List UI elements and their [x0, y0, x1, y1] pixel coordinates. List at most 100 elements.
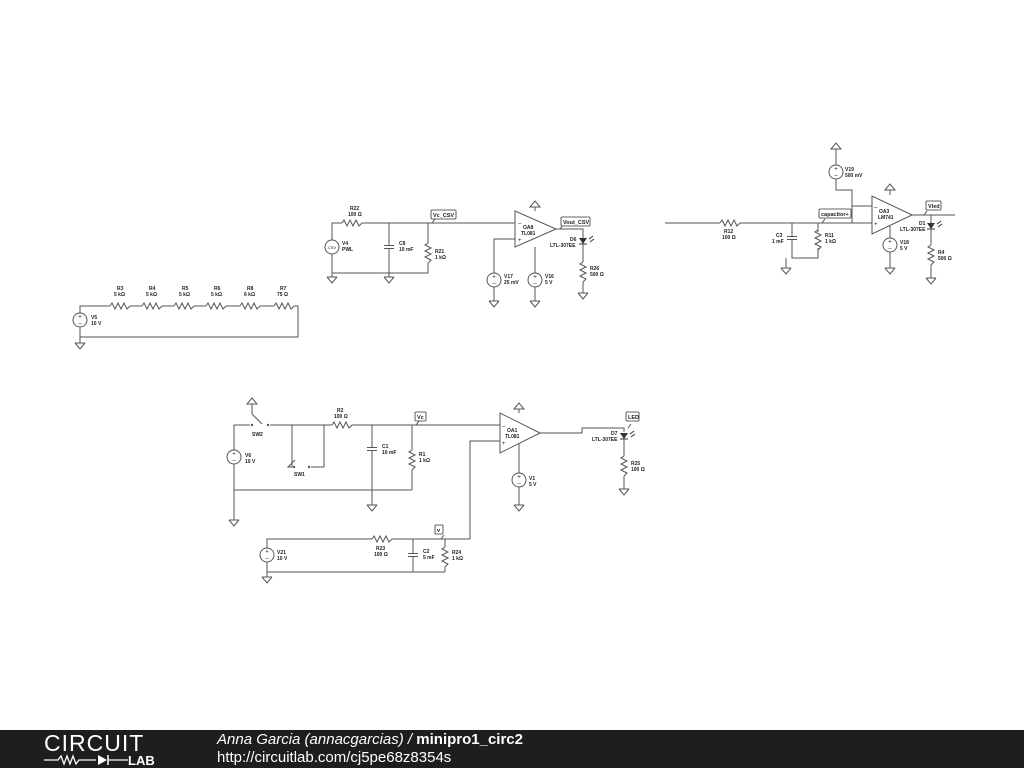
net-label-vc-csv: Vc_CSV [430, 209, 457, 220]
c3-value: 1 mF [772, 239, 784, 245]
d6-label: D6 [570, 237, 577, 243]
net-label-led: LED [625, 411, 640, 422]
r11-label: R11 [825, 233, 834, 239]
oa3-minus: – [874, 205, 878, 211]
v21-rc-circuit [259, 534, 470, 584]
c8-value: 10 mF [399, 247, 413, 253]
r2-value: 100 Ω [334, 414, 348, 420]
oa1-plus: + [502, 441, 506, 447]
v21-value: 10 V [277, 556, 288, 562]
d1-value: LTL-307EE [900, 227, 926, 233]
r1-value: 1 kΩ [419, 458, 430, 464]
d1-label: D1 [919, 221, 926, 227]
r3-label: R3 [117, 286, 124, 292]
r7-value: 75 Ω [277, 292, 288, 298]
r25-label: R25 [631, 461, 640, 467]
r25-value: 100 Ω [631, 467, 645, 473]
v17-label: V17 [504, 274, 513, 280]
d6-value: LTL-307EE [550, 243, 576, 249]
oa1-minus: – [502, 424, 506, 430]
logo-waveform-icon [44, 754, 128, 766]
r5-value: 5 kΩ [179, 292, 190, 298]
svg-text:Vout_CSV: Vout_CSV [563, 220, 590, 226]
author-name[interactable]: Anna Garcia (annacgarcias) [217, 731, 404, 748]
svg-text:v: v [437, 528, 441, 534]
r4-value: 5 kΩ [146, 292, 157, 298]
r7-label: R7 [280, 286, 287, 292]
oa8-label: OA8 [523, 225, 534, 231]
oa3-plus: + [874, 222, 878, 228]
oa1-label: OA1 [507, 428, 518, 434]
svg-text:capacitor+: capacitor+ [821, 212, 849, 218]
r6-value: 5 kΩ [211, 292, 222, 298]
schematic-canvas: +– R3 5 kΩ R4 5 kΩ R5 5 kΩ R6 5 kΩ R8 6 … [72, 142, 955, 584]
sw1-label: SW1 [294, 472, 305, 478]
switched-rc-circuit [226, 397, 636, 539]
v5-label: V5 [91, 315, 97, 321]
oa3-label: OA3 [879, 209, 890, 215]
logo-text-bottom: LAB [128, 753, 155, 768]
v6-label: V6 [245, 453, 251, 459]
circuitlab-logo[interactable]: CIRCUIT LAB [44, 730, 174, 768]
v16-label: V16 [545, 274, 554, 280]
r11-value: 1 kΩ [825, 239, 836, 245]
r3-value: 5 kΩ [114, 292, 125, 298]
r23-label: R23 [376, 546, 385, 552]
r1-label: R1 [419, 452, 426, 458]
c8-label: C8 [399, 241, 406, 247]
r12-value: 100 Ω [722, 235, 736, 241]
resistor-chain-circuit [72, 302, 299, 350]
capacitor-lm741-circuit [665, 142, 955, 285]
svg-text:LED: LED [628, 415, 639, 421]
logo-text-top: CIRCUIT [44, 730, 145, 756]
r5-label: R5 [182, 286, 189, 292]
v21-label: V21 [277, 550, 286, 556]
r22-value: 100 Ω [348, 212, 362, 218]
circuit-url[interactable]: http://circuitlab.com/cj5pe68z8354s [217, 749, 452, 766]
v18-label: V18 [900, 240, 909, 246]
v1-value: 5 V [529, 482, 537, 488]
d7-label: D7 [611, 431, 618, 437]
v1-label: V1 [529, 476, 535, 482]
svg-text:Vc: Vc [417, 415, 424, 421]
r4-label: R4 [149, 286, 156, 292]
r2-label: R2 [337, 408, 344, 414]
r24-value: 1 kΩ [452, 556, 463, 562]
v19-label: V19 [845, 167, 854, 173]
r24-label: R24 [452, 550, 461, 556]
net-label-vout-csv: Vout_CSV [560, 216, 591, 227]
r12-label: R12 [724, 229, 733, 235]
circuit-title: Anna Garcia (annacgarcias) / minipro1_ci… [217, 731, 523, 748]
v4-label: V4 [342, 241, 348, 247]
c3-label: C3 [776, 233, 783, 239]
r21-label: R21 [435, 249, 444, 255]
net-label-v: v [434, 524, 444, 535]
d7-value: LTL-307EE [592, 437, 618, 443]
r4-second-label: R4 [938, 250, 945, 256]
v4-value: PWL [342, 247, 353, 253]
v17-value: 25 mV [504, 280, 519, 286]
oa8-plus: + [518, 238, 522, 244]
r21-value: 1 kΩ [435, 255, 446, 261]
csv-rc-circuit [324, 200, 595, 308]
r23-value: 100 Ω [374, 552, 388, 558]
v5-value: 10 V [91, 321, 102, 327]
c2-value: 5 mF [423, 555, 435, 561]
r8-value: 6 kΩ [244, 292, 255, 298]
r8-label: R8 [247, 286, 254, 292]
project-name[interactable]: minipro1_circ2 [416, 731, 523, 748]
svg-text:Vled: Vled [928, 204, 940, 210]
v18-value: 5 V [900, 246, 908, 252]
v6-value: 10 V [245, 459, 256, 465]
footer-bar: CIRCUIT LAB Anna Garcia (annacgarcias) /… [0, 730, 1024, 768]
r4-second-value: 500 Ω [938, 256, 952, 262]
r22-label: R22 [350, 206, 359, 212]
sw2-label: SW2 [252, 432, 263, 438]
v4-source-text: CSV [328, 245, 337, 250]
c1-label: C1 [382, 444, 389, 450]
svg-text:Vc_CSV: Vc_CSV [433, 213, 454, 219]
v19-value: 500 mV [845, 173, 863, 179]
oa1-value: TL081 [505, 434, 520, 440]
r26-label: R26 [590, 266, 599, 272]
c1-value: 10 mF [382, 450, 396, 456]
